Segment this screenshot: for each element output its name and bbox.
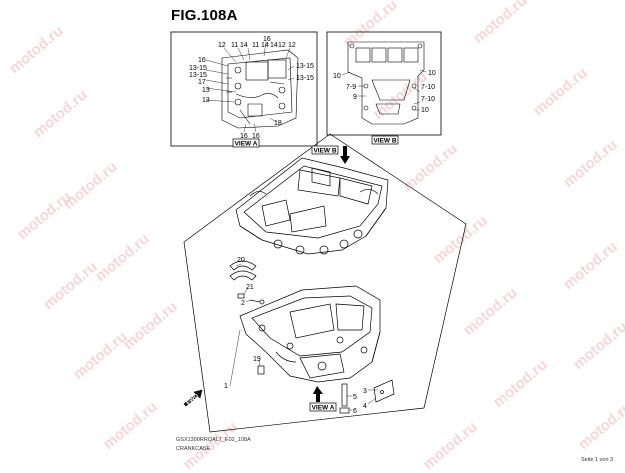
callout: 17 [198, 79, 206, 86]
callout: 14 [261, 42, 269, 49]
view-a-callouts: 12 11 14 16 11 14 14 12 12 16 13-15 13-1… [189, 36, 314, 140]
view-b-marker-label: VIEW B [313, 148, 336, 155]
view-b-direction-arrow [340, 146, 350, 164]
view-b-label: VIEW B [373, 138, 396, 145]
main-callouts: 20 21 2 19 1 3 4 5 6 [224, 257, 367, 415]
view-b-leader-lines [341, 69, 427, 111]
main-leader-lines [229, 263, 378, 411]
callout: 16 [263, 36, 271, 43]
callout: 13-15 [189, 65, 207, 72]
dowel-pin [237, 293, 245, 299]
callout: 2 [241, 300, 245, 307]
view-b-marker-tag [311, 145, 339, 155]
figure-title: FIG.108A [171, 7, 238, 24]
callout: 13-15 [296, 63, 314, 70]
callout: 6 [353, 408, 357, 415]
callout: 19 [253, 356, 261, 363]
callout: 12 [218, 42, 226, 49]
part-group-label: CRANKCASE [176, 446, 211, 452]
view-a-tag [232, 138, 260, 148]
callout: 16 [198, 57, 206, 64]
mounting-bracket [373, 379, 395, 403]
stud-bolt [249, 299, 265, 305]
crankcase-bolt [339, 383, 350, 414]
view-a-leader-lines [205, 41, 295, 133]
callout: 3 [363, 388, 367, 395]
lower-crankcase-drawing [239, 285, 381, 383]
callout: 1 [224, 383, 228, 390]
callout: 10 [421, 107, 429, 114]
view-a-direction-arrow [313, 386, 323, 402]
callout: 10 [333, 73, 341, 80]
callout: 14 [240, 42, 248, 49]
view-b-frame [326, 31, 442, 136]
callout: 13 [202, 97, 210, 104]
callout: 16 [252, 133, 260, 140]
callout: 13 [202, 87, 210, 94]
main-view-frame [183, 133, 467, 433]
callout: 16 [240, 133, 248, 140]
callout: 12 [278, 42, 286, 49]
callout: 11 [252, 42, 259, 49]
callout: 10 [428, 70, 436, 77]
callout: 13-15 [189, 72, 207, 79]
view-b-tag [371, 135, 399, 145]
callout: 20 [237, 257, 245, 264]
callout: 9 [353, 94, 357, 101]
callout: 11 [231, 42, 238, 49]
view-b-crankcase-drawing [347, 41, 425, 125]
view-b-callouts: 10 10 7-9 9 7-10 7-10 10 [333, 70, 436, 114]
page-indicator: Seite 1 von 3 [581, 457, 614, 463]
callout: 18 [274, 120, 282, 127]
view-a-marker-label: VIEW A [312, 405, 335, 412]
callout: 21 [246, 284, 254, 291]
callout: 13-15 [296, 75, 314, 82]
crank-bearing-shells [229, 260, 257, 281]
oil-jet [257, 365, 265, 375]
callout: 14 [270, 42, 278, 49]
callout: 7-10 [421, 84, 435, 91]
callout: 4 [363, 403, 367, 410]
callout: 7-10 [421, 96, 435, 103]
front-direction-arrow [183, 389, 203, 407]
view-a-frame [170, 31, 318, 147]
upper-crankcase-drawing [235, 157, 389, 255]
callout: 5 [353, 394, 357, 401]
view-a-label: VIEW A [235, 141, 258, 148]
view-a-crankcase-drawing [221, 49, 299, 129]
callout: 7-9 [346, 84, 356, 91]
view-a-marker-tag [309, 402, 337, 412]
callout: 12 [288, 42, 296, 49]
drawing-code: GSX1300RRQAL7_E02_108A [176, 437, 251, 443]
